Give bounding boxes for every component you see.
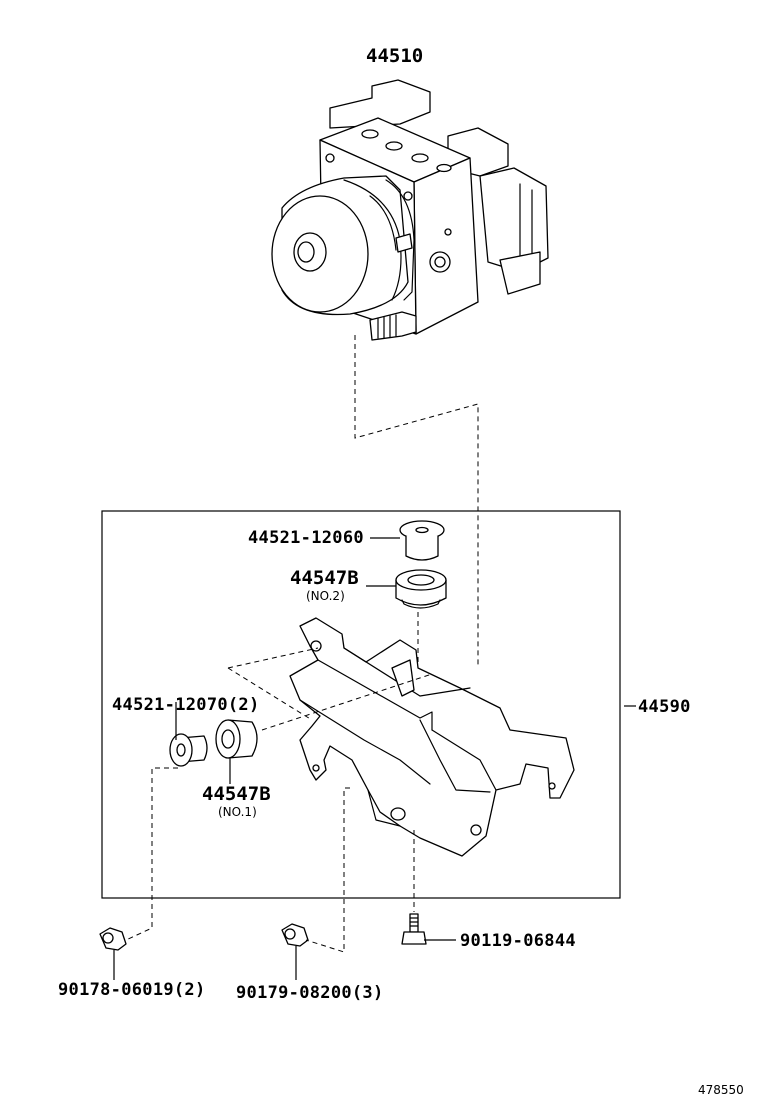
cushion-no2 — [395, 569, 447, 609]
nut-mid — [281, 923, 309, 947]
label-bolt: 90119-06844 — [460, 931, 576, 951]
nut-left-guide-line — [125, 767, 178, 941]
bracket — [289, 617, 575, 857]
label-collar-side: 44521-12070(2) — [112, 695, 260, 715]
label-cushion-no2-sub: (NO.2) — [306, 589, 345, 603]
label-actuator: 44510 — [366, 45, 423, 67]
nut-mid-guide-line — [305, 787, 350, 953]
collar-side — [169, 733, 208, 767]
nut-left — [99, 927, 127, 951]
label-cushion-no1: 44547B — [202, 783, 271, 805]
bolt — [401, 913, 427, 945]
label-nut-left: 90178-06019(2) — [58, 980, 206, 1000]
abs-actuator — [271, 79, 549, 341]
label-collar-top: 44521-12060 — [248, 528, 364, 548]
label-cushion-no2: 44547B — [290, 567, 359, 589]
label-bracket-assy: 44590 — [638, 697, 691, 717]
label-cushion-no1-sub: (NO.1) — [218, 805, 257, 819]
figure-reference: 478550 — [698, 1083, 744, 1097]
stud-guide-line — [354, 335, 479, 668]
bracket-assy-frame — [101, 510, 621, 899]
collar-top — [399, 520, 445, 561]
cushion-no1 — [215, 719, 258, 759]
mounting-plane-line — [227, 647, 433, 731]
label-nut-mid: 90179-08200(3) — [236, 983, 384, 1003]
